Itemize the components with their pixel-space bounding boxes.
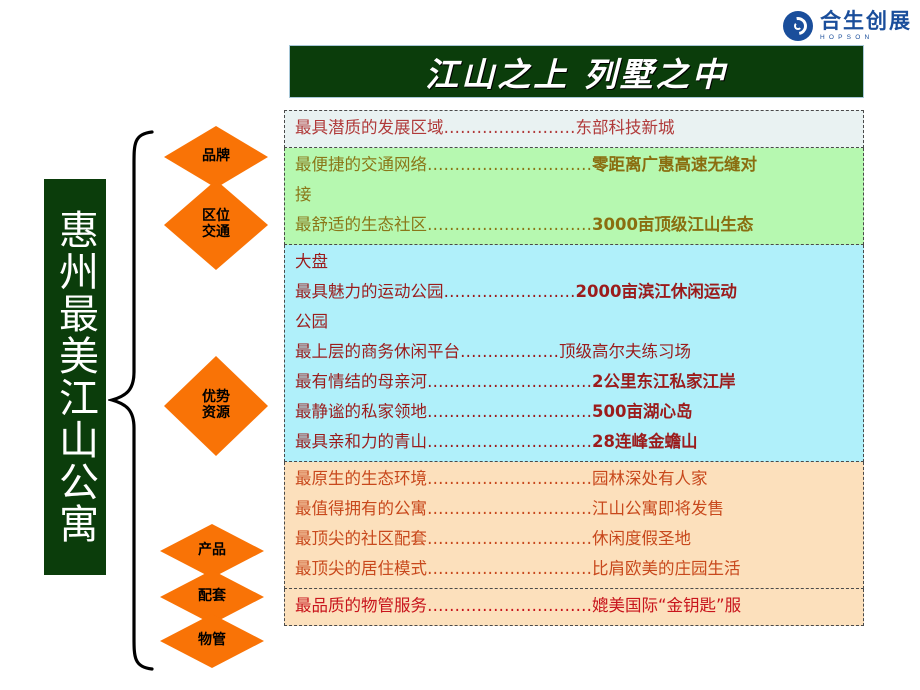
item-label: 最具魅力的运动公园 (295, 282, 444, 301)
diamond-location-traffic-label: 区位 交通 (202, 208, 230, 240)
diamond-brand[interactable]: 品牌 (164, 126, 268, 188)
spiral-logo-icon (783, 11, 813, 41)
item-label: 最有情结的母亲河 (295, 372, 427, 391)
logo-wordmark: 合生创展 HOPSON (820, 8, 912, 42)
list-item: 最顶尖的居住模式…………………………比肩欧美的庄园生活 (295, 554, 855, 584)
logo-brand-cn: 合生创展 (820, 8, 912, 33)
item-continuation: 大盘 (295, 252, 328, 271)
item-dots: ………………………… (427, 469, 592, 488)
item-dots: ………………………… (427, 372, 592, 391)
item-value: 东部科技新城 (575, 118, 675, 137)
diamond-brand-label: 品牌 (202, 148, 230, 165)
item-value: 2000亩滨江休闲运动 (575, 282, 737, 301)
list-item: 最原生的生态环境…………………………园林深处有人家 (295, 464, 855, 494)
item-value: 休闲度假圣地 (592, 529, 691, 548)
list-item: 最静谧的私家领地…………………………500亩湖心岛 (295, 397, 855, 427)
item-dots: ………………………… (427, 499, 592, 518)
item-label: 最舒适的生态社区 (295, 215, 427, 234)
item-value: 江山公寓即将发售 (592, 499, 724, 518)
item-value: 2公里东江私家江岸 (592, 372, 736, 391)
item-label: 最值得拥有的公寓 (295, 499, 427, 518)
item-dots: ………………………… (427, 215, 592, 234)
block-product: 最原生的生态环境…………………………园林深处有人家 最值得拥有的公寓………………… (284, 462, 864, 589)
item-dots: ………………………… (427, 432, 592, 451)
item-value: 3000亩顶级江山生态 (592, 215, 754, 234)
diamond-product[interactable]: 产品 (160, 524, 264, 578)
item-label: 最顶尖的居住模式 (295, 559, 427, 578)
logo-brand-en: HOPSON (820, 33, 874, 41)
list-item: 最有情结的母亲河…………………………2公里东江私家江岸 (295, 367, 855, 397)
item-dots: …………………… (443, 282, 576, 301)
list-item: 最品质的物管服务…………………………媲美国际“金钥匙”服 (295, 591, 855, 621)
block-location-traffic: 最便捷的交通网络…………………………零距离广惠高速无缝对 接 最舒适的生态社区…… (284, 148, 864, 245)
vertical-headline-box: 惠州最美江山公寓 (44, 179, 106, 575)
item-continuation: 公园 (295, 312, 328, 331)
list-item: 最值得拥有的公寓…………………………江山公寓即将发售 (295, 494, 855, 524)
item-dots: …………………… (443, 118, 576, 137)
item-label: 最便捷的交通网络 (295, 155, 427, 174)
item-value: 28连峰金蟾山 (592, 432, 698, 451)
item-dots: ……………… (460, 342, 559, 361)
content-column: 最具潜质的发展区域……………………东部科技新城 最便捷的交通网络……………………… (284, 110, 864, 626)
block-brand: 最具潜质的发展区域……………………东部科技新城 (284, 110, 864, 148)
list-item: 最具潜质的发展区域……………………东部科技新城 (295, 113, 855, 143)
item-label: 最静谧的私家领地 (295, 402, 427, 421)
item-value: 比肩欧美的庄园生活 (592, 559, 741, 578)
item-dots: ………………………… (427, 559, 592, 578)
list-item: 最具亲和力的青山…………………………28连峰金蟾山 (295, 427, 855, 457)
diamond-property-management-label: 物管 (198, 632, 226, 649)
diamond-advantage-resource-label: 优势 资源 (202, 389, 230, 421)
list-item: 最顶尖的社区配套…………………………休闲度假圣地 (295, 524, 855, 554)
item-dots: ………………………… (427, 155, 592, 174)
item-label: 最品质的物管服务 (295, 596, 427, 615)
diamond-advantage-resource[interactable]: 优势 资源 (164, 356, 268, 456)
item-value: 顶级高尔夫练习场 (559, 342, 691, 361)
title-banner: 江山之上 列墅之中 (289, 45, 864, 98)
item-label: 最具潜质的发展区域 (295, 118, 444, 137)
list-item: 最便捷的交通网络…………………………零距离广惠高速无缝对 (295, 150, 855, 180)
item-value: 零距离广惠高速无缝对 (592, 155, 757, 174)
item-label: 最顶尖的社区配套 (295, 529, 427, 548)
page-title: 江山之上 列墅之中 (425, 54, 728, 94)
item-label: 最原生的生态环境 (295, 469, 427, 488)
block-property-management: 最品质的物管服务…………………………媲美国际“金钥匙”服 (284, 589, 864, 626)
list-item: 最舒适的生态社区…………………………3000亩顶级江山生态 (295, 210, 855, 240)
diamond-product-label: 产品 (198, 542, 226, 559)
item-label: 最上层的商务休闲平台 (295, 342, 460, 361)
list-item: 最具魅力的运动公园……………………2000亩滨江休闲运动 (295, 277, 855, 307)
list-item: 最上层的商务休闲平台………………顶级高尔夫练习场 (295, 337, 855, 367)
diamond-location-traffic[interactable]: 区位 交通 (164, 180, 268, 270)
item-dots: ………………………… (427, 596, 592, 615)
item-value: 媲美国际“金钥匙”服 (592, 596, 742, 615)
hopson-logo: 合生创展 HOPSON (783, 8, 915, 44)
diamond-facility-label: 配套 (198, 588, 226, 605)
item-value: 园林深处有人家 (592, 469, 708, 488)
item-value: 500亩湖心岛 (592, 402, 693, 421)
item-dots: ………………………… (427, 529, 592, 548)
item-dots: ………………………… (427, 402, 592, 421)
item-continuation: 接 (295, 185, 312, 204)
block-advantage-resource: 大盘 最具魅力的运动公园……………………2000亩滨江休闲运动 公园 最上层的商… (284, 245, 864, 462)
vertical-headline-text: 惠州最美江山公寓 (52, 209, 98, 545)
item-label: 最具亲和力的青山 (295, 432, 427, 451)
diamond-property-management[interactable]: 物管 (160, 614, 264, 668)
left-curly-brace-icon (108, 130, 154, 671)
